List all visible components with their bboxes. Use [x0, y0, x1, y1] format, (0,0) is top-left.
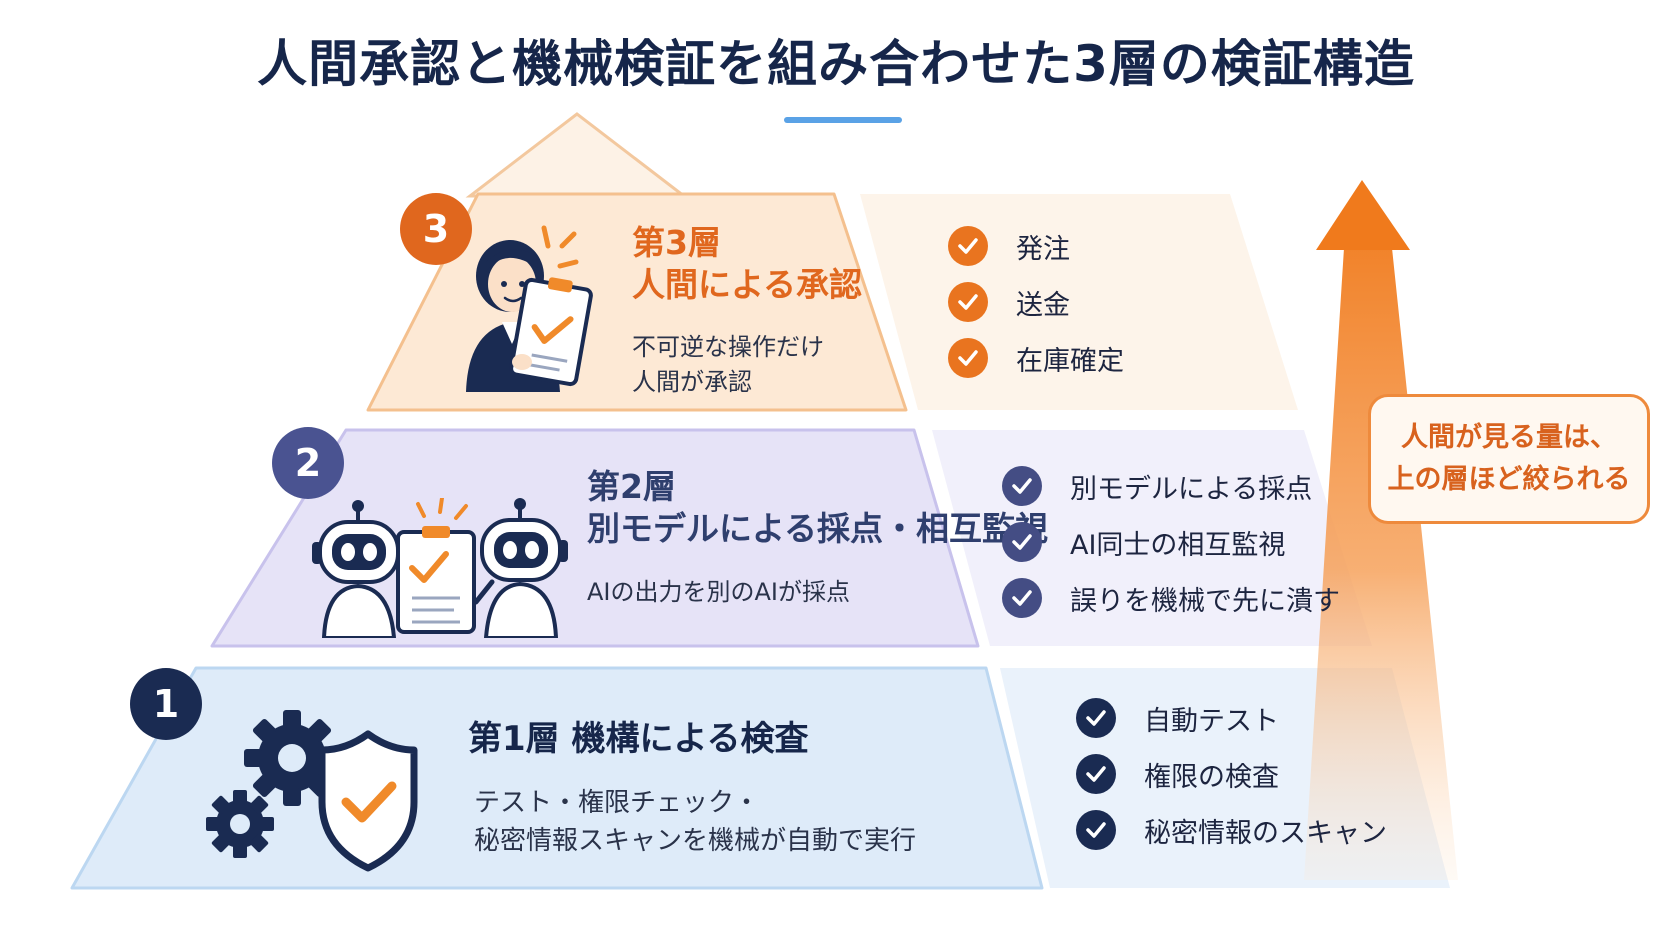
list-item: AI同士の相互監視 — [1002, 514, 1340, 570]
page-title: 人間承認と機械検証を組み合わせた3層の検証構造 — [257, 35, 1415, 93]
layer1-heading: 第1層 機構による検査 — [468, 719, 809, 759]
layer3-item-label: 発注 — [1016, 233, 1070, 265]
side-note-line1: 人間が見る量は、 — [1401, 422, 1617, 454]
layer1-item-label: 自動テスト — [1144, 705, 1279, 737]
robots-with-clipboard-icon — [312, 498, 568, 638]
layer1-item-label: 権限の検査 — [1144, 761, 1279, 793]
layer2-heading-line1: 第2層 — [587, 467, 676, 506]
pyramid-apex — [465, 112, 689, 198]
list-item: 発注 — [948, 218, 1124, 274]
check-icon — [1002, 522, 1042, 562]
check-icon — [1076, 698, 1116, 738]
layer2-desc-line1: AIの出力を別のAIが採点 — [587, 578, 850, 606]
layer1-desc-line1: テスト・権限チェック・ — [474, 788, 760, 818]
layer2-item-label: 別モデルによる採点 — [1070, 473, 1313, 505]
check-icon — [1002, 466, 1042, 506]
layer2-item-label: AI同士の相互監視 — [1070, 529, 1286, 561]
check-icon — [948, 282, 988, 322]
upward-arrow-head — [1316, 180, 1410, 250]
list-item: 自動テスト — [1076, 690, 1387, 746]
list-item: 送金 — [948, 274, 1124, 330]
list-item: 別モデルによる採点 — [1002, 458, 1340, 514]
check-icon — [948, 226, 988, 266]
list-item: 権限の検査 — [1076, 746, 1387, 802]
person-with-clipboard-icon — [466, 225, 593, 392]
list-item: 在庫確定 — [948, 330, 1124, 386]
layer2-checklist: 別モデルによる採点 AI同士の相互監視 誤りを機械で先に潰す — [1002, 458, 1340, 626]
check-icon — [1002, 578, 1042, 618]
layer2-heading-line2: 別モデルによる採点・相互監視 — [587, 509, 1049, 549]
layer2-description: AIの出力を別のAIが採点 — [587, 575, 850, 610]
layer3-desc-line2: 人間が承認 — [632, 367, 752, 396]
layer3-item-label: 送金 — [1016, 289, 1070, 321]
side-note-box: 人間が見る量は、 上の層ほど絞られる — [1368, 394, 1650, 524]
layer1-description: テスト・権限チェック・ 秘密情報スキャンを機械が自動で実行 — [474, 785, 916, 860]
check-icon — [1076, 754, 1116, 794]
layer3-description: 不可逆な操作だけ 人間が承認 — [632, 330, 824, 400]
check-icon — [948, 338, 988, 378]
layer2-number-badge: 2 — [272, 427, 344, 499]
layer3-checklist: 発注 送金 在庫確定 — [948, 218, 1124, 386]
layer3-desc-line1: 不可逆な操作だけ — [632, 333, 824, 361]
layer1-desc-line2: 秘密情報スキャンを機械が自動で実行 — [474, 825, 917, 856]
layer2-heading: 第2層 別モデルによる採点・相互監視 — [587, 466, 1048, 550]
layer2-item-label: 誤りを機械で先に潰す — [1070, 585, 1340, 617]
list-item: 誤りを機械で先に潰す — [1002, 570, 1340, 626]
list-item: 秘密情報のスキャン — [1076, 802, 1387, 858]
layer3-item-label: 在庫確定 — [1016, 345, 1124, 377]
title-underline — [784, 117, 902, 123]
layer3-heading: 第3層 人間による承認 — [632, 222, 862, 306]
check-icon — [1076, 810, 1116, 850]
layer3-number-badge: 3 — [400, 193, 472, 265]
gears-and-shield-icon — [206, 710, 418, 872]
layer1-item-label: 秘密情報のスキャン — [1144, 817, 1387, 849]
layer3-heading-line1: 第3層 — [632, 223, 721, 262]
layer2-right-panel — [932, 430, 1372, 646]
layer3-heading-line2: 人間による承認 — [632, 265, 863, 305]
layer1-number-badge: 1 — [130, 668, 202, 740]
side-note-line2: 上の層ほど絞られる — [1387, 464, 1631, 495]
upward-arrow — [1304, 190, 1458, 880]
layer1-checklist: 自動テスト 権限の検査 秘密情報のスキャン — [1076, 690, 1387, 858]
